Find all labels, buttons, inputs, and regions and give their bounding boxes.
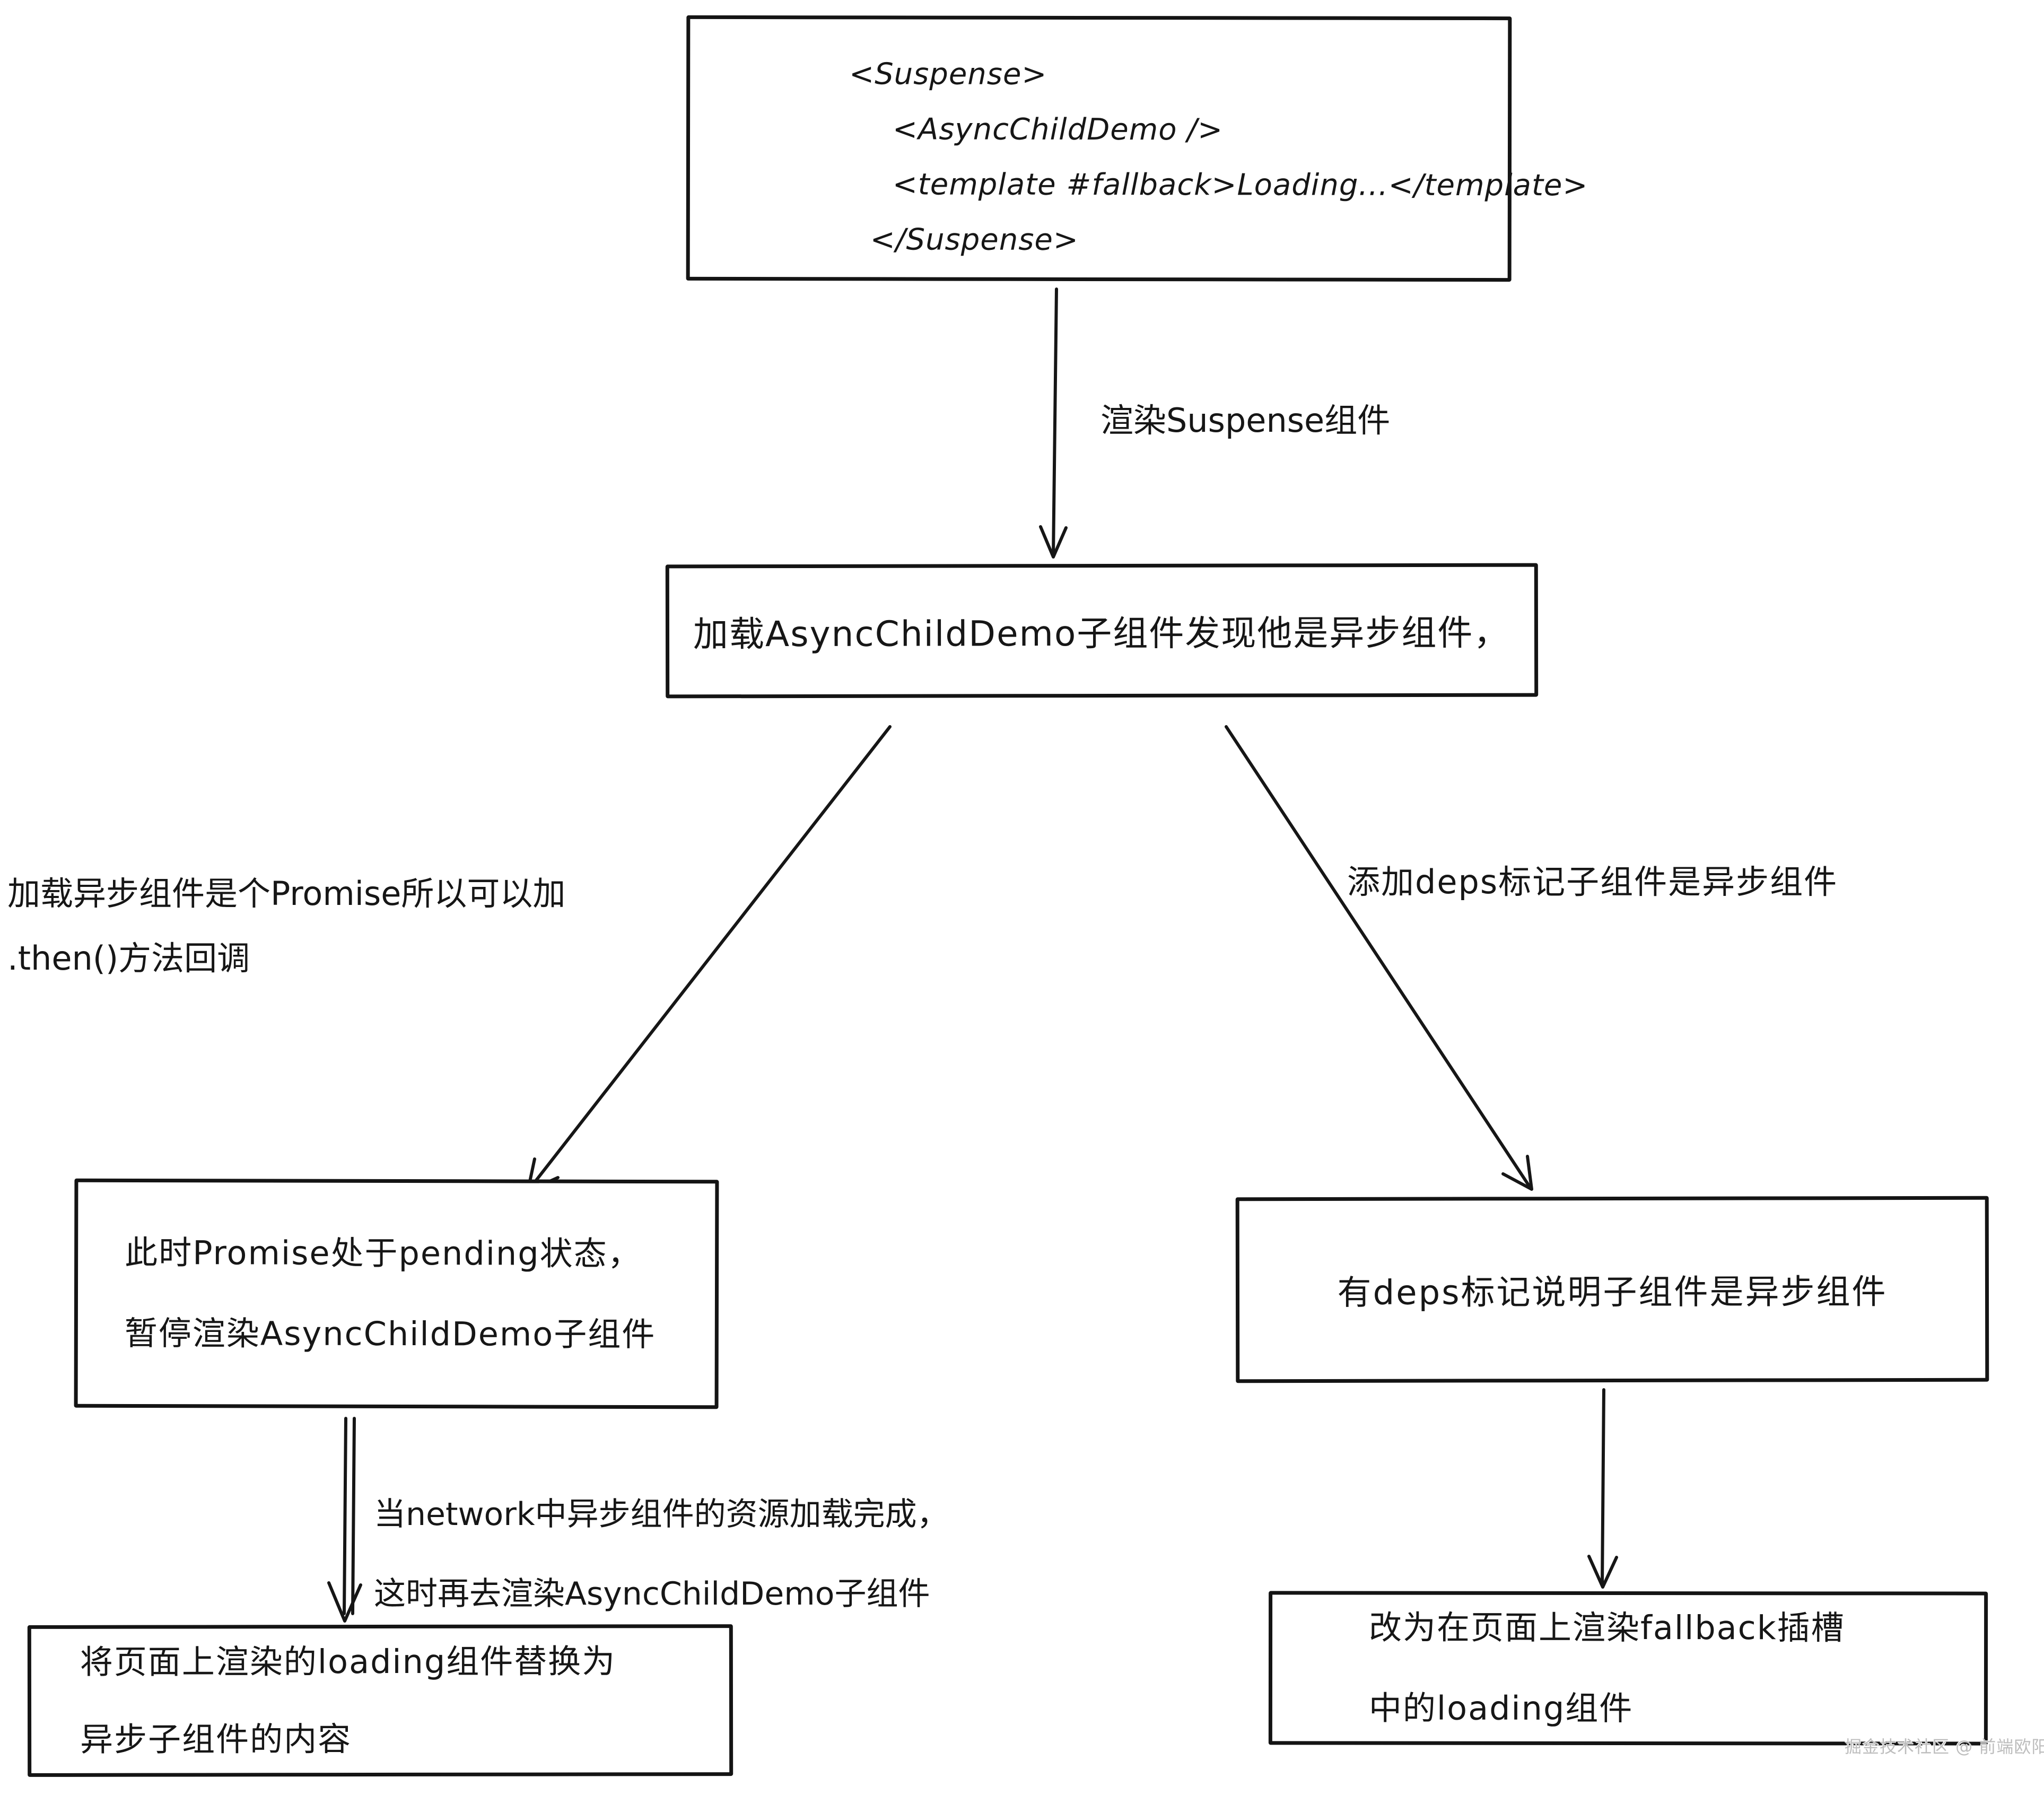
promise-note-line1: 加载异步组件是个Promise所以可以加 [7,874,566,913]
watermark: 掘金技术社区 @ 前端欧阳 [1845,1737,2044,1757]
network-label: 当network中异步组件的资源加载完成， 这时再去渲染AsyncChildDe… [374,1475,949,1634]
arrow-render-suspense-line [1052,287,1058,557]
deps-note: 添加deps标记子组件是异步组件 [1347,862,1838,901]
arrow-render-suspense-head [1039,525,1068,559]
fallback-line1: 改为在页面上渲染fallback插槽 [1369,1608,1845,1648]
deps-marked-text: 有deps标记说明子组件是异步组件 [1337,1273,1888,1313]
promise-note-line2: .then()方法回调 [7,939,250,978]
load-async-text: 加载AsyncChildDemo子组件发现他是异步组件， [693,612,1510,655]
replace-loading-box: 将页面上渲染的loading组件替换为 异步子组件的内容 [27,1624,733,1777]
replace-line1: 将页面上渲染的loading组件替换为 [80,1642,616,1681]
arrow-fallback-line [1601,1388,1605,1587]
pending-line2: 暂停渲染AsyncChildDemo子组件 [124,1313,656,1354]
network-label-line2: 这时再去渲染AsyncChildDemo子组件 [374,1575,930,1613]
arrow-promise-line [527,725,892,1191]
pending-box: 此时Promise处于pending状态， 暂停渲染AsyncChildDemo… [74,1178,719,1409]
code-line-suspense-open: <Suspense> [849,57,1047,92]
code-line-fallback-template: <template #fallback>Loading...</template… [892,167,1588,203]
deps-marked-box: 有deps标记说明子组件是异步组件 [1235,1196,1989,1383]
arrow-network-line-a [343,1417,347,1615]
code-line-async-child: <AsyncChildDemo /> [893,112,1224,147]
arrow-fallback-head [1587,1555,1618,1589]
suspense-code-box: <Suspense> <AsyncChildDemo /> <template … [686,15,1588,282]
render-suspense-label: 渲染Suspense组件 [1100,401,1391,440]
arrow-deps-head [1501,1155,1533,1191]
network-label-line1: 当network中异步组件的资源加载完成， [374,1496,949,1533]
arrow-network-head [327,1581,362,1623]
arrow-network-line-b [351,1417,356,1615]
pending-line1: 此时Promise处于pending状态， [125,1233,642,1273]
code-line-suspense-close: </Suspense> [870,222,1079,257]
load-async-box: 加载AsyncChildDemo子组件发现他是异步组件， [665,563,1539,699]
replace-line2: 异步子组件的内容 [80,1720,352,1759]
promise-note: 加载异步组件是个Promise所以可以加 .then()方法回调 [7,861,565,991]
arrow-deps-line [1225,725,1532,1190]
render-fallback-box: 改为在页面上渲染fallback插槽 中的loading组件 [1268,1591,1988,1746]
